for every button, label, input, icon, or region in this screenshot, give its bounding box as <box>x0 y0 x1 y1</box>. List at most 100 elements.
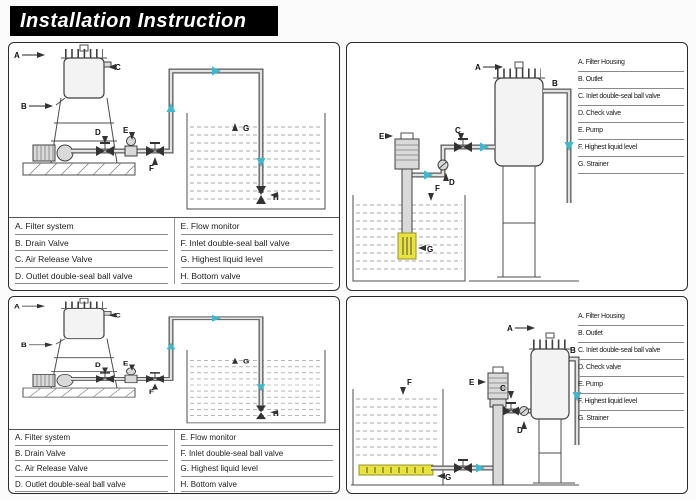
flow-arrows <box>166 66 266 167</box>
foundation <box>22 387 136 398</box>
label-arrow-icon <box>152 383 158 390</box>
tank <box>352 389 444 486</box>
inlet-valve-icon <box>146 142 164 156</box>
legend-bottom-right: A. Filter Housing B. Outlet C. Inlet dou… <box>578 309 684 428</box>
flow-monitor-icon <box>124 367 138 384</box>
title-banner: Installation Instruction <box>10 6 278 36</box>
legend-item: C. Air Release Valve <box>15 461 168 477</box>
diagram-label-d: D <box>95 128 101 137</box>
outlet-valve-icon <box>96 372 114 383</box>
inlet-valve-icon <box>454 138 472 152</box>
diagram-label-d: D <box>449 178 455 187</box>
diagram-label-c: C <box>500 384 506 393</box>
flow-arrows <box>476 392 582 473</box>
legend-item: D. Check valve <box>578 106 684 123</box>
legend-item: F. Highest liquid level <box>578 394 684 411</box>
check-valve-icon <box>437 159 449 171</box>
flow-arrow-right-icon <box>480 142 489 152</box>
label-arrow-icon <box>108 312 116 318</box>
legend-item: B. Outlet <box>578 72 684 89</box>
label-arrow-icon <box>232 357 238 364</box>
legend-item: A. Filter system <box>15 430 168 446</box>
bottom-valve-icon <box>256 405 266 420</box>
legend-item: E. Flow monitor <box>180 218 333 235</box>
legend-item: E. Pump <box>578 123 684 140</box>
label-arrow-icon <box>232 123 238 131</box>
flow-arrow-down-icon <box>564 142 574 151</box>
diagram-label-c: C <box>115 63 121 72</box>
diagram-top-right: A B C D E F G <box>352 61 579 282</box>
flow-monitor-icon <box>124 136 138 157</box>
diagram-bottom-left: A B C D E F G H <box>14 298 326 424</box>
legend-item: C. Inlet double-seal ball valve <box>578 89 684 106</box>
diagram-label-b: B <box>21 102 27 111</box>
legend-item: E. Pump <box>578 377 684 394</box>
pump <box>32 144 74 162</box>
diagram-label-f: F <box>407 378 412 387</box>
diagram-label-b: B <box>570 346 576 355</box>
legend-item: C. Air Release Valve <box>15 251 168 268</box>
filter-system <box>50 44 118 164</box>
legend-item: B. Outlet <box>578 326 684 343</box>
tank <box>186 350 326 424</box>
inlet-valve-icon <box>503 402 519 416</box>
legend-item: C. Inlet double-seal ball valve <box>578 343 684 360</box>
diagram-label-h: H <box>273 193 279 202</box>
liquid-level-lines <box>190 126 322 200</box>
diagram-label-d: D <box>517 426 523 435</box>
legend-item: H. Bottom valve <box>180 268 333 284</box>
legend-item: G. Strainer <box>578 157 684 174</box>
filter-stand <box>533 419 575 484</box>
filter-housing <box>529 332 571 420</box>
filter-housing <box>493 61 545 167</box>
diagram-label-g: G <box>445 473 451 482</box>
label-arrow-icon <box>527 325 535 331</box>
diagram-label-f: F <box>149 389 155 396</box>
panel-top-left: A B C D E F G H A. Filter system B. Drai… <box>8 42 340 291</box>
flow-arrow-right-icon <box>424 170 433 180</box>
legend-item: E. Flow monitor <box>180 430 333 446</box>
diagram-label-g: G <box>243 359 250 366</box>
label-arrow-icon <box>437 473 445 479</box>
legend-item: F. Inlet double-seal ball valve <box>180 446 333 461</box>
label-arrow-icon <box>495 64 503 70</box>
foundation <box>22 162 136 176</box>
legend-item: D. Outlet double-seal ball valve <box>15 477 168 492</box>
label-arrow-icon <box>152 157 158 165</box>
legend-item: D. Check valve <box>578 360 684 377</box>
tank <box>186 113 326 210</box>
filter-stand <box>50 97 118 164</box>
diagram-label-h: H <box>273 411 279 418</box>
air-release-valve-icon <box>103 61 112 68</box>
legend-column-2: E. Flow monitor F. Inlet double-seal bal… <box>173 218 340 284</box>
diagram-letter-labels: A B C D E F G H <box>14 51 279 202</box>
liquid-level-lines <box>190 360 322 416</box>
diagram-label-c: C <box>455 126 461 135</box>
label-arrow-icon <box>129 132 135 140</box>
diagram-label-f: F <box>149 164 154 173</box>
diagram-label-a: A <box>475 63 481 72</box>
diagram-label-e: E <box>123 126 129 135</box>
label-arrow-icon <box>129 364 135 371</box>
label-arrow-icon <box>443 173 449 181</box>
legend-item: F. Highest liquid level <box>578 140 684 157</box>
legend-item: D. Outlet double-seal ball valve <box>15 268 168 284</box>
diagram-label-a: A <box>507 324 513 333</box>
panel-bottom-left: A B C D E F G H A. Filter system B. Drai… <box>8 296 340 494</box>
label-arrow-icon <box>418 245 426 251</box>
label-arrow-icon <box>270 410 278 415</box>
panel-bottom-right: A B C D E F G A. Filter Housing B. Outle… <box>346 296 688 494</box>
label-arrow-icon <box>385 133 393 139</box>
label-arrow-icon <box>458 133 464 141</box>
legend-item: H. Bottom valve <box>180 477 333 492</box>
flow-arrow-down-icon <box>256 158 266 167</box>
legend-bottom-left: A. Filter system B. Drain Valve C. Air R… <box>9 429 339 492</box>
flow-arrow-right-icon <box>476 463 485 473</box>
legend-item: G. Highest liquid level <box>180 251 333 268</box>
filter-system <box>50 298 118 389</box>
flow-arrow-down-icon <box>572 392 582 401</box>
filter-stand <box>50 338 118 389</box>
diagram-label-b: B <box>552 79 558 88</box>
piping <box>71 68 264 193</box>
liquid-level-lines <box>356 398 440 456</box>
